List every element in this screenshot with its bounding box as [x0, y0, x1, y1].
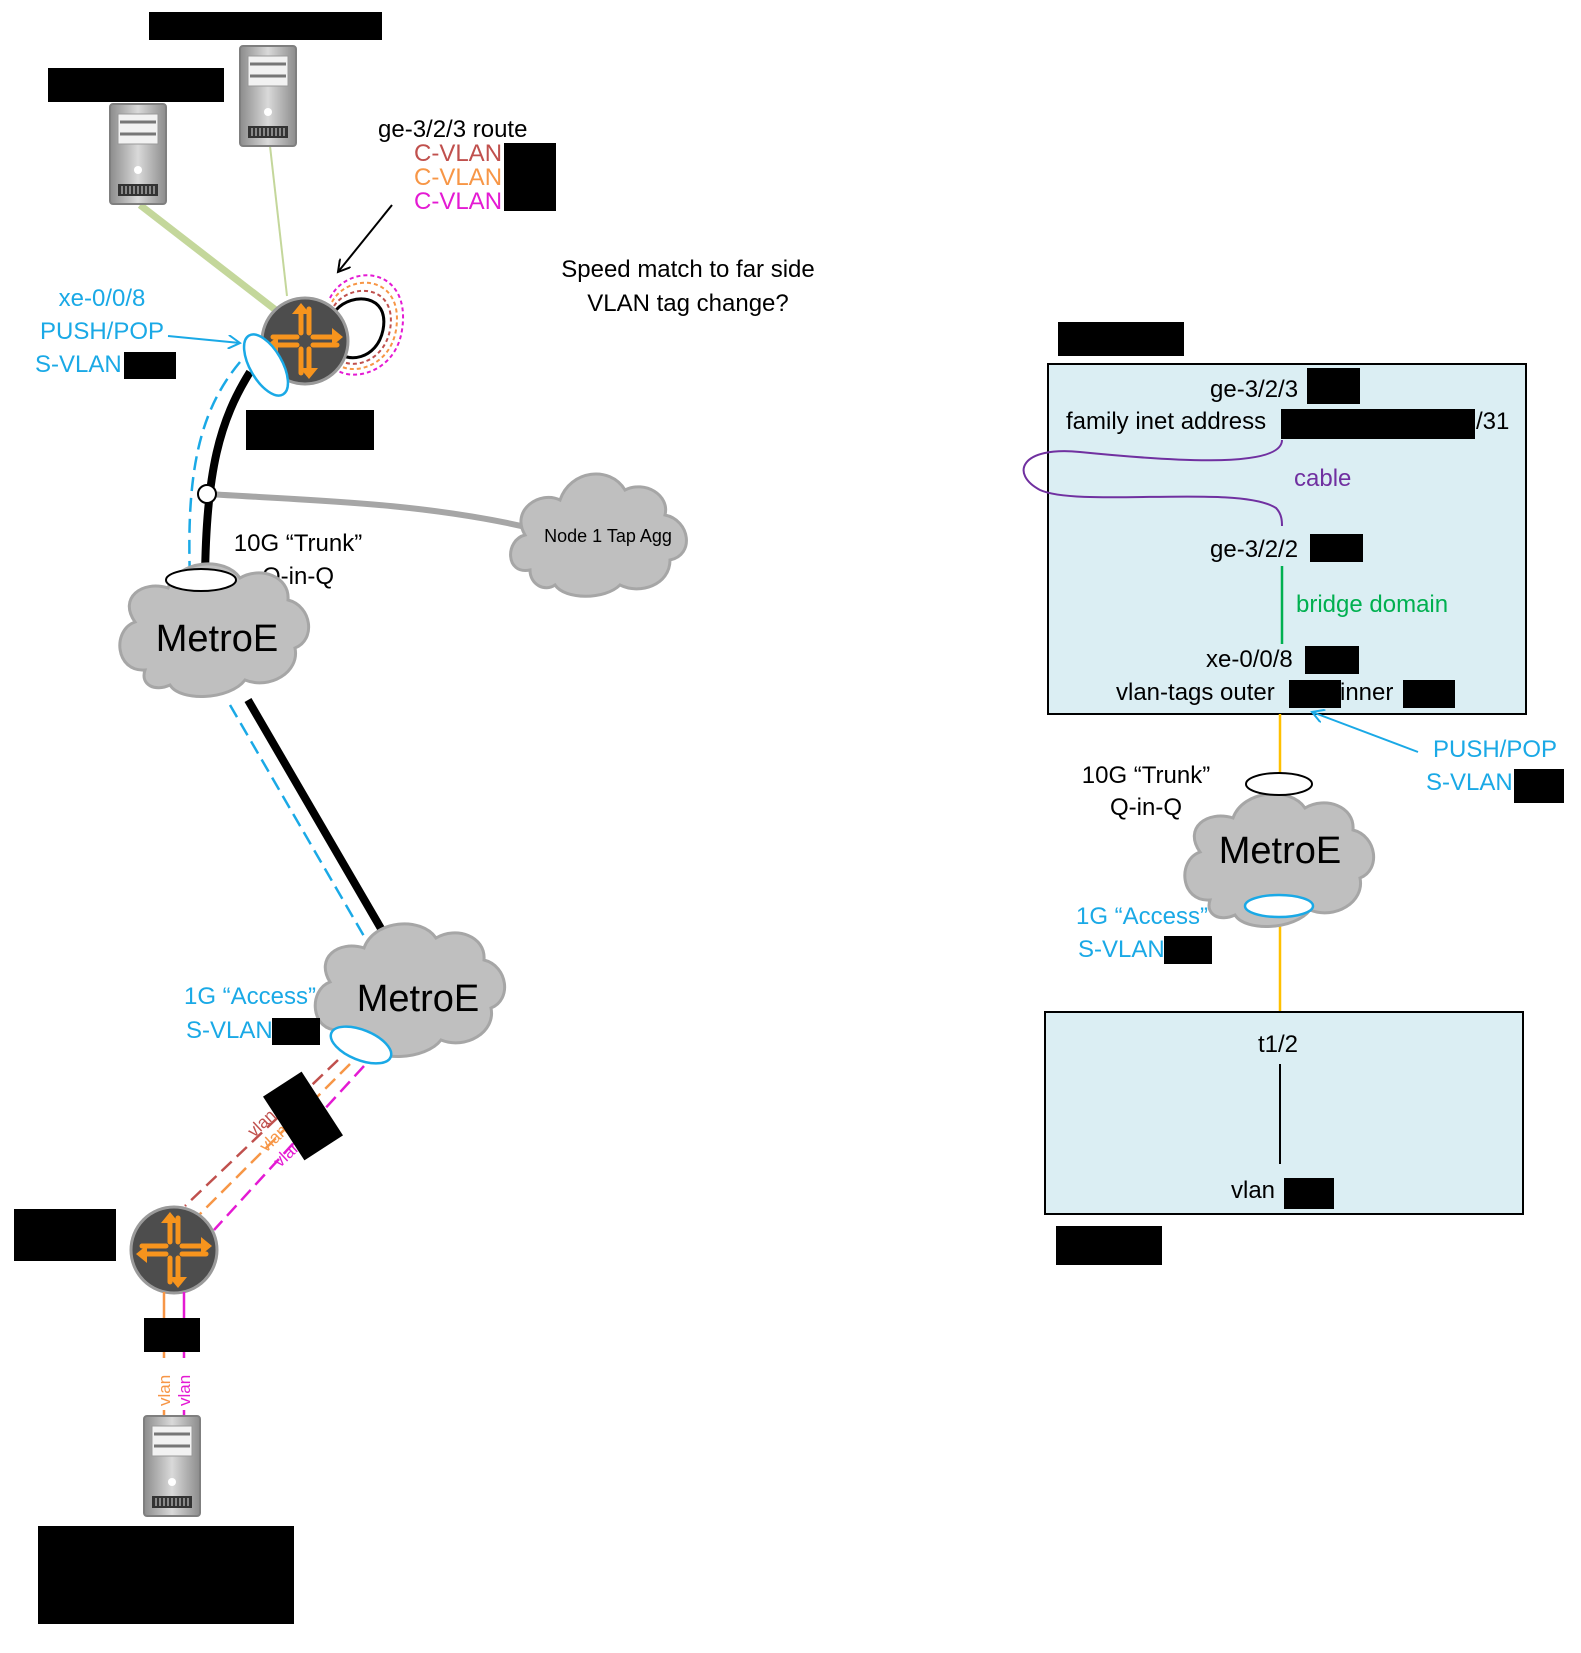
route-label: ge-3/2/3 route: [378, 116, 527, 143]
iface-label: xe-0/0/8: [59, 285, 146, 312]
pointer-arrow: [338, 204, 393, 272]
iface-label: ge-3/2/3: [1210, 376, 1298, 403]
tap-agg-label: Node 1 Tap Agg: [544, 526, 672, 546]
vlan-inner-label: inner: [1340, 679, 1393, 706]
redacted-box: [1305, 646, 1359, 674]
access-label: S-VLAN: [1078, 936, 1165, 963]
vlan-line: [184, 1059, 339, 1207]
trunk-ellipse: [1245, 772, 1313, 796]
vlan-label: vlan: [1231, 1177, 1275, 1204]
iface-label: t1/2: [1258, 1031, 1298, 1058]
redacted-box: [1164, 936, 1212, 964]
redacted-box: [144, 1318, 200, 1352]
trunk-cable: [201, 369, 254, 581]
iface-label: xe-0/0/8: [1206, 646, 1293, 673]
redacted-box: [1058, 322, 1184, 356]
loopback-orange: [331, 281, 398, 371]
loopback-red: [333, 289, 392, 365]
metro-label: MetroE: [156, 618, 278, 660]
access-label: S-VLAN: [186, 1017, 273, 1044]
access-ellipse: [329, 1025, 393, 1065]
server-icon: [238, 44, 298, 148]
redacted-box: [263, 1071, 343, 1161]
router-icon: [131, 1207, 217, 1293]
svlan-path: [228, 704, 374, 951]
metro-cloud-right: MetroE: [1183, 792, 1376, 928]
vlan-line: [213, 1065, 365, 1231]
loopback-magenta: [329, 274, 405, 376]
speed-note: VLAN tag change?: [587, 290, 788, 317]
cvlan-label: C-VLAN: [414, 140, 502, 167]
redacted-box: [246, 410, 374, 450]
redacted-box: [1307, 368, 1360, 404]
push-label: S-VLAN: [1426, 769, 1513, 796]
redacted-box: [14, 1209, 116, 1261]
redacted-box: [1514, 769, 1564, 803]
bridge-label: bridge domain: [1296, 591, 1448, 618]
right-diagram: ge-3/2/3 family inet address /31 cable g…: [1022, 322, 1564, 1265]
server-icon: [108, 102, 168, 206]
tap-agg-cloud: Node 1 Tap Agg: [509, 472, 688, 598]
iface-label: PUSH/POP: [40, 318, 164, 345]
redacted-box: [504, 143, 556, 211]
trunk-label: Q-in-Q: [1110, 794, 1182, 821]
trunk-label: 10G “Trunk”: [234, 530, 362, 557]
speed-note: Speed match to far side: [561, 256, 814, 283]
redacted-box: [272, 1018, 320, 1045]
svlan-path: [188, 361, 241, 581]
tap-link: [207, 491, 531, 531]
push-label: PUSH/POP: [1433, 736, 1557, 763]
server-link: [269, 145, 288, 297]
push-pop-ellipse: [242, 333, 290, 397]
redacted-box: [1289, 680, 1341, 708]
redacted-box: [38, 1526, 294, 1624]
cable-loop: [1022, 439, 1283, 527]
tap-point: [197, 484, 217, 504]
metro-cloud-lower: MetroE: [313, 922, 507, 1058]
redacted-box: [124, 352, 176, 379]
server-icon: [142, 1414, 202, 1518]
server-link: [137, 202, 289, 321]
trunk-label: 10G “Trunk”: [1082, 762, 1210, 789]
family-suffix: /31: [1476, 408, 1509, 435]
vlan-tags-label: vlan-tags outer: [1116, 679, 1275, 706]
vlan-tag: vlan: [175, 1375, 194, 1406]
metro-label: MetroE: [1219, 830, 1341, 872]
redacted-box: [48, 68, 224, 102]
iface-label: ge-3/2/2: [1210, 536, 1298, 563]
loopback-cable: [334, 297, 386, 360]
redacted-box: [1310, 534, 1363, 562]
access-label: 1G “Access”: [1076, 903, 1208, 930]
iface-label: S-VLAN: [35, 351, 122, 378]
vlan-tag: vlan: [155, 1375, 174, 1406]
redacted-box: [1284, 1178, 1334, 1209]
redacted-box: [1056, 1226, 1162, 1265]
metro-label: MetroE: [357, 978, 479, 1020]
left-diagram: ge-3/2/3 route C-VLAN C-VLAN C-VLAN Spee…: [14, 12, 815, 1624]
trunk-ellipse: [165, 568, 237, 592]
redacted-box: [1281, 409, 1475, 439]
cable-label: cable: [1294, 465, 1351, 492]
vlan-line: [197, 1063, 351, 1217]
trunk-cable: [244, 697, 394, 947]
redacted-box: [149, 12, 382, 40]
pointer-arrow: [167, 336, 240, 343]
cvlan-label: C-VLAN: [414, 188, 502, 215]
pointer-arrow: [1312, 712, 1419, 753]
family-label: family inet address: [1066, 408, 1266, 435]
cvlan-label: C-VLAN: [414, 164, 502, 191]
metro-cloud-upper: MetroE: [118, 562, 311, 698]
redacted-box: [1403, 680, 1455, 708]
access-label: 1G “Access”: [184, 983, 316, 1010]
access-ellipse: [1243, 893, 1315, 919]
